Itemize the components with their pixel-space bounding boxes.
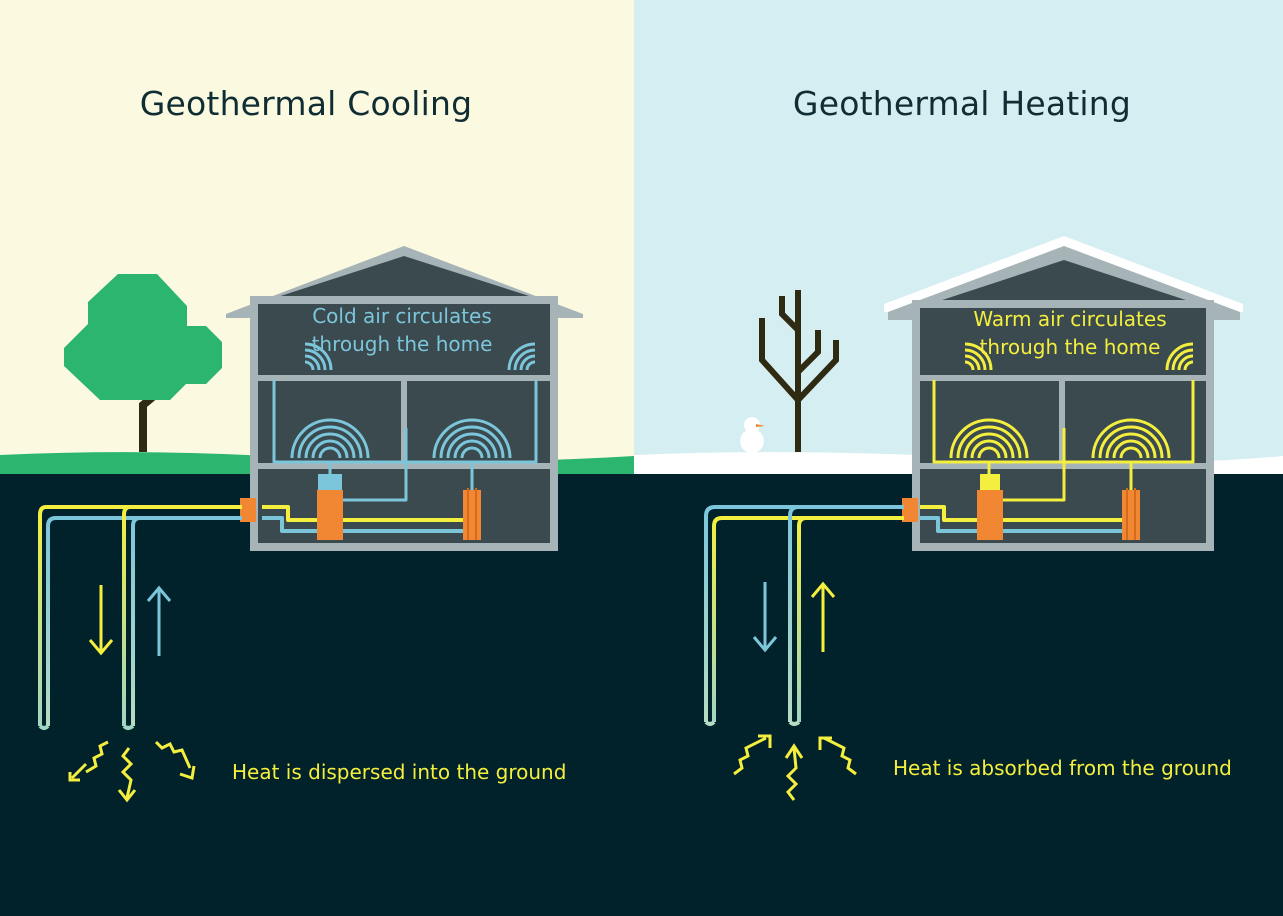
heating-ducts — [920, 380, 1195, 533]
heating-ground-loop — [704, 505, 904, 726]
cooling-air-line-1: Cold air circulates — [312, 304, 492, 328]
heating-air-line-1: Warm air circulates — [973, 307, 1167, 331]
downward-flow-arrow — [88, 585, 114, 656]
heating-ground-caption: Heat is absorbed from the ground — [893, 756, 1232, 780]
blower-unit — [980, 474, 1000, 490]
cooling-ground-loop — [38, 505, 242, 730]
water-heater-unit — [463, 490, 481, 540]
heat-pump-unit — [977, 490, 1003, 540]
ground-connection-box — [902, 498, 918, 522]
heating-title: Geothermal Heating — [792, 84, 1132, 123]
heating-air-line-2: through the home — [979, 335, 1161, 359]
heat-pump-unit — [317, 490, 343, 540]
bare-tree-icon — [759, 290, 839, 452]
downward-flow-arrow — [752, 582, 778, 653]
upward-flow-arrow — [146, 585, 172, 656]
cooling-title: Geothermal Cooling — [139, 84, 473, 123]
cooling-air-line-2: through the home — [311, 332, 493, 356]
cooling-air-label: Cold air circulates through the home — [312, 302, 493, 358]
cooling-ground-caption: Heat is dispersed into the ground — [232, 760, 567, 784]
deciduous-tree-icon — [64, 274, 222, 452]
upward-flow-arrow — [810, 581, 836, 652]
heat-dispersed-icon — [68, 740, 196, 803]
water-heater-unit — [1122, 490, 1140, 540]
cooling-house — [226, 246, 583, 551]
blower-unit — [318, 474, 342, 490]
heat-absorbed-icon — [733, 734, 857, 801]
ground-connection-box — [240, 498, 256, 522]
heating-air-label: Warm air circulates through the home — [973, 305, 1166, 361]
snowman-icon — [740, 417, 765, 453]
